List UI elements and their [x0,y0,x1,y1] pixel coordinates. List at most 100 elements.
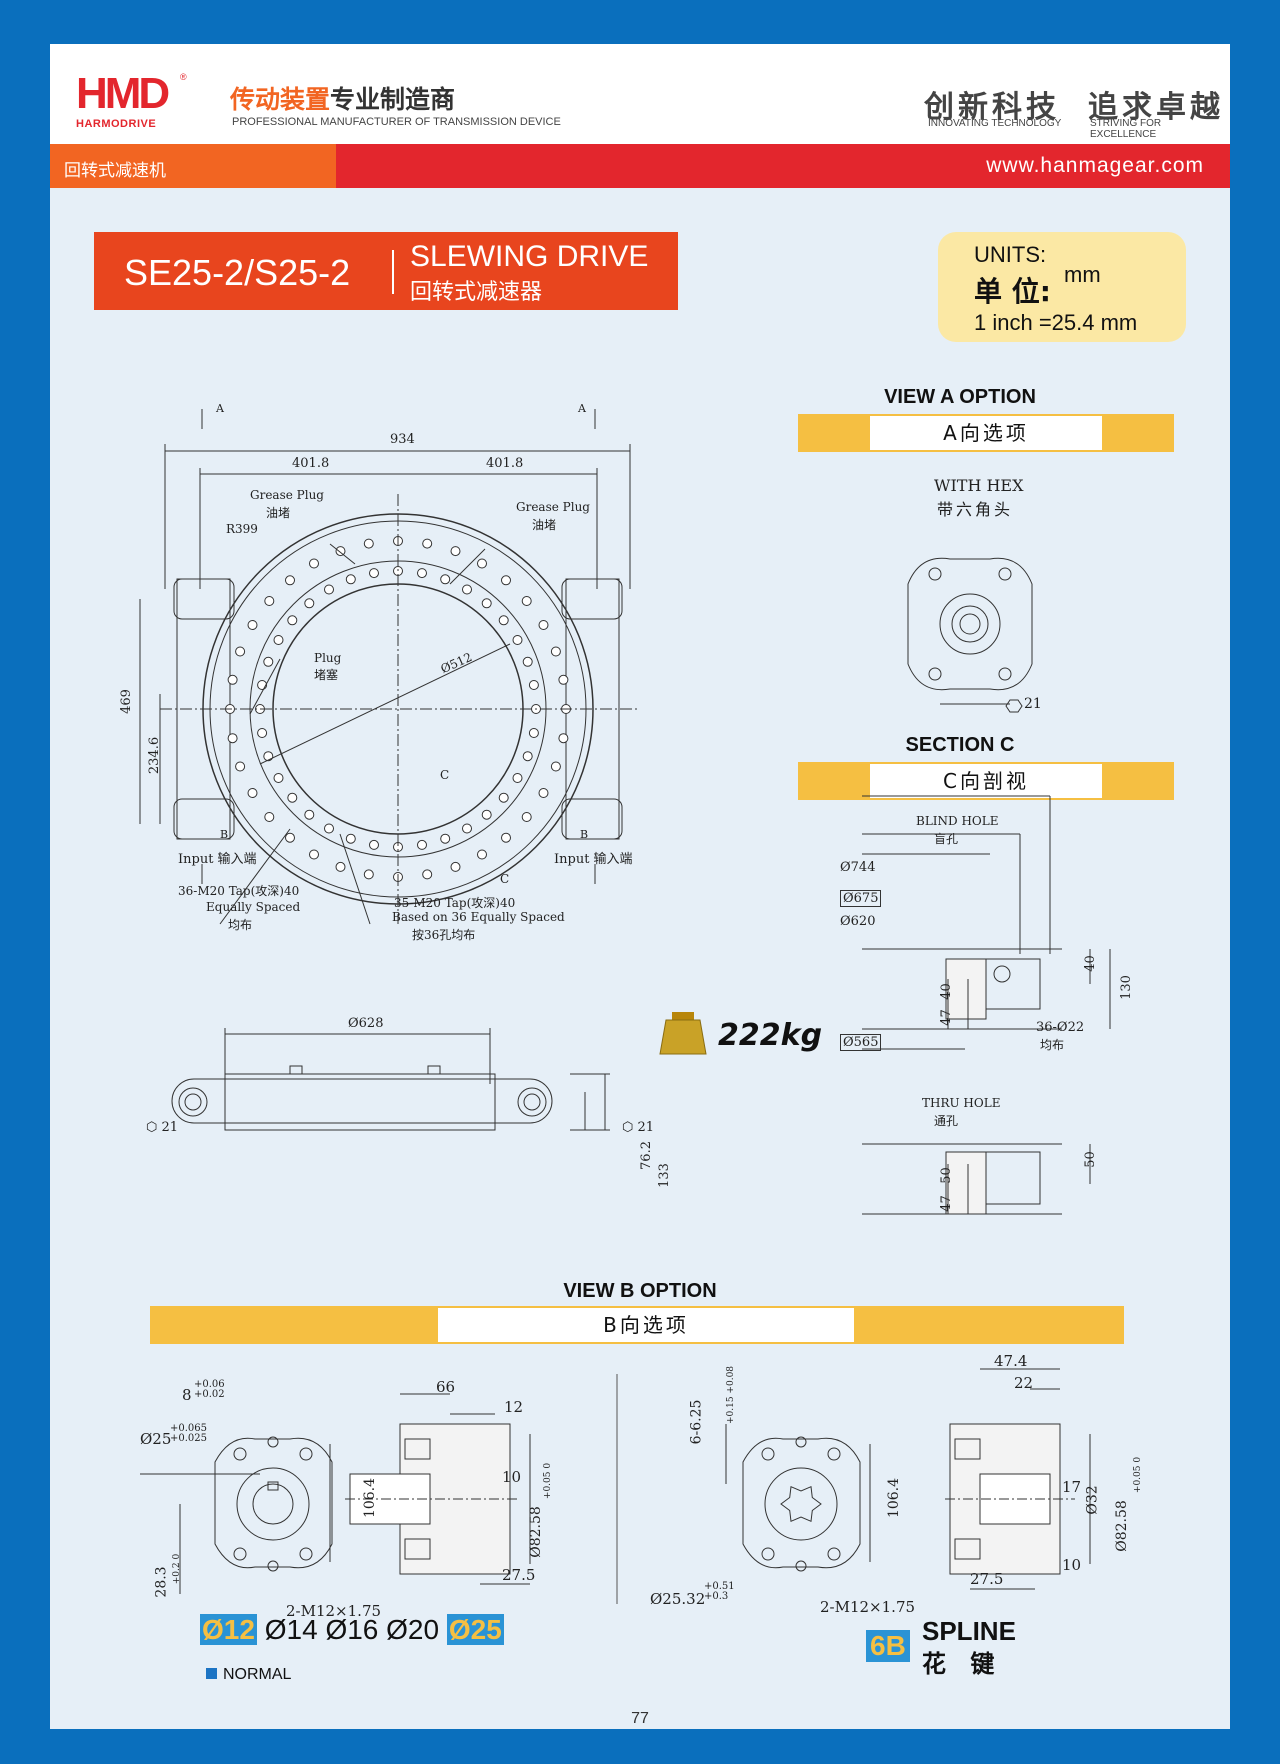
s-10-spline: 10 [1062,1556,1082,1574]
tap36-line3: 均布 [228,918,253,932]
bolt-hole [498,792,509,803]
h283-up: +0.2 [172,1562,183,1585]
brand-logo: HMD HARMODRIVE [76,72,184,132]
bolt-hole [227,674,238,685]
diameter-565: Ø565 [840,1034,882,1051]
title-separator [392,250,394,294]
bolt-hole [247,620,258,630]
d8258b-up: +0.05 [1133,1465,1144,1494]
tap36-line1: 36-M20 Tap(攻深)40 [178,884,300,898]
spline-6-6-25: 6-6.25 [688,1399,705,1445]
units-label-en: UNITS: [974,242,1047,267]
label-c-lower: C [500,872,510,886]
section-c-40b: 40 [938,983,954,1000]
bolt-hole [501,575,511,586]
bolt-hole [235,761,246,772]
section-c-130: 130 [1118,975,1134,1000]
bolt-hole [227,733,238,744]
slogan2-cn: 追求卓越 [1088,90,1224,125]
dim-76-2: 76.2 [638,1141,654,1170]
s-27-5-normal: 27.5 [502,1566,536,1584]
bolt-hole [263,751,274,762]
dim-401-left: 401.8 [292,456,330,471]
tagline-cn: 传动装置专业制造商 [230,80,455,116]
section-c-47: 47 [938,1009,954,1026]
tagline-en: PROFESSIONAL MANUFACTURER OF TRANSMISSIO… [232,116,561,128]
plug-en: Plug [314,651,342,665]
d8258a-up: +0.05 [543,1471,554,1500]
v-106-4-spline: 106.4 [886,1477,903,1519]
bolt-hole [273,635,284,645]
diameter-25-tolerance: +0.065+0.025 [170,1424,207,1444]
bolt-hole [287,792,298,803]
tagline-cn-orange: 传动装置 [230,85,331,114]
bolt-hole [285,832,295,843]
page-number: 77 [631,1710,649,1727]
size-14: Ø14 [264,1614,318,1645]
bolt-hole [550,646,561,657]
bolt-hole [324,823,334,834]
bolt-hole [304,598,315,609]
s-27-5-spline: 27.5 [970,1570,1004,1588]
height-28-3: 28.3 [153,1566,170,1598]
s-12: 12 [504,1398,524,1416]
d-25-32: Ø25.32 [650,1590,706,1608]
hex-21-left-value: 21 [161,1120,179,1135]
bolt-hole [528,680,539,690]
bolt-hole [462,823,472,834]
sp625-up: +0.15 [726,1396,737,1425]
grease-plug-left-cn: 油堵 [266,506,291,520]
website-link[interactable]: www.hanmagear.com [986,154,1204,177]
view-a-drawing [907,557,1033,713]
dim-469: 469 [118,689,134,714]
shaft-size-list: Ø12 Ø14 Ø16 Ø20 Ø25 [200,1614,504,1646]
view-b-bar-label: B向选项 [438,1308,854,1342]
tap35-line3: 按36孔均布 [412,928,476,942]
bolt-hole [273,773,284,783]
product-title-box: SE25-2/S25-2 SLEWING DRIVE 回转式减速器 [94,232,678,310]
bolt-hole [324,584,334,595]
blind-hole-en: BLIND HOLE [916,814,999,828]
view-b-normal-section [345,1393,531,1585]
s-66: 66 [436,1378,456,1396]
units-box: UNITS: 单 位: mm 1 inch =25.4 mm [938,232,1186,342]
size-25: Ø25 [446,1614,504,1645]
category-tab: 回转式减速机 [50,144,336,188]
s-22: 22 [1014,1374,1034,1392]
bolt-hole [558,674,569,685]
bolt-hole [285,575,295,586]
bolt-hole [247,788,258,798]
key-8-dn: +0.02 [194,1389,225,1400]
thru-hole-cn: 通孔 [934,1114,959,1128]
registered-mark: ® [180,72,187,82]
logo-text: HMD [76,69,170,118]
hole-count-36: 36-Ø22 [1036,1020,1085,1035]
bolt-hole [264,812,275,822]
catalog-page: HMD HARMODRIVE ® 传动装置专业制造商 PROFESSIONAL … [50,44,1230,1729]
bolt-hole [512,635,523,645]
view-b-bar: B向选项 [150,1306,1124,1344]
grease-plug-right-cn: 油堵 [532,518,557,532]
h283-dn: 0 [172,1553,183,1560]
bolt-hole [481,598,492,609]
bolt-hole [462,584,472,595]
size-12: Ø12 [200,1614,257,1645]
bolt-hole [309,558,319,569]
d2532-dn: +0.3 [704,1591,729,1602]
spline-label-en: SPLINE [922,1616,1016,1646]
s-47-4: 47.4 [994,1352,1028,1370]
bolt-hole [369,839,379,850]
with-hex-en: WITH HEX [934,476,1024,495]
slogan2-en: STRIVING FOR EXCELLENCE [1090,118,1162,140]
thru-47: 47 [938,1195,954,1212]
weight-value: 222kg [718,1018,823,1053]
section-c-blind-drawing [862,795,1111,1050]
view-b-spline-drawing [725,1424,871,1572]
bolt-hole [538,620,549,630]
d2532-up: +0.51 [704,1581,735,1592]
d25-up: +0.065 [170,1423,208,1434]
bolt-hole [440,574,451,585]
d25-dn: +0.025 [170,1433,208,1444]
key-8-tolerance: +0.06+0.02 [194,1380,225,1400]
product-type-cn: 回转式减速器 [410,280,543,305]
